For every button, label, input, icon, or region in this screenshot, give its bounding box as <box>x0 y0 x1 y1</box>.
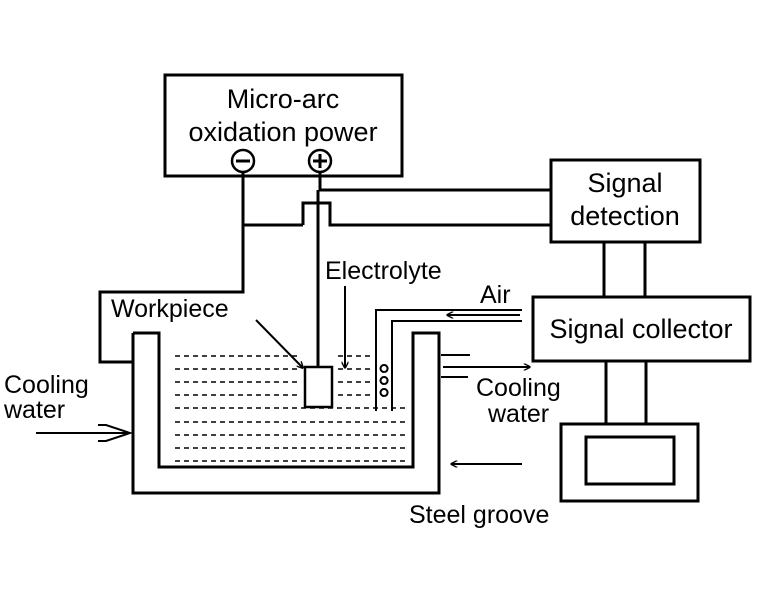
cooling-water-in-label-line2: water <box>3 396 65 424</box>
power-supply-label-line2: oxidation power <box>188 117 377 147</box>
workpiece: Workpiece <box>111 295 334 409</box>
signal-detection-box: Signal detection <box>549 158 702 244</box>
steel-groove-tank: Steel groove <box>131 331 549 529</box>
signal-detection-label-line1: Signal <box>587 168 662 198</box>
detection-collector-link <box>602 242 647 297</box>
positive-terminal <box>307 148 333 174</box>
electrolyte-lines <box>175 355 405 462</box>
workpiece-label: Workpiece <box>111 295 229 323</box>
air-bubbles-icon <box>379 364 389 397</box>
steel-groove-label: Steel groove <box>409 501 549 529</box>
signal-detection-label-line2: detection <box>570 201 680 231</box>
electrolyte-annotation: Electrolyte <box>325 257 442 368</box>
cooling-water-in-arrow <box>98 424 134 442</box>
electrolyte-label: Electrolyte <box>325 257 442 285</box>
power-supply-box: Micro-arc oxidation power <box>163 73 404 178</box>
air-label: Air <box>480 281 511 309</box>
collector-monitor-link <box>604 361 648 424</box>
cooling-water-inlet: Cooling water <box>3 371 134 442</box>
monitor-icon <box>559 422 700 503</box>
signal-collector-label: Signal collector <box>549 314 732 344</box>
cooling-water-in-label-line1: Cooling <box>4 371 89 399</box>
air-supply: Air <box>375 281 522 411</box>
cooling-water-out-label-line2: water <box>487 400 549 428</box>
negative-terminal <box>230 148 256 174</box>
cooling-water-out-label-line1: Cooling <box>476 374 561 402</box>
signal-collector-box: Signal collector <box>531 295 752 363</box>
power-wiring <box>98 172 551 367</box>
cooling-water-outlet: Cooling water <box>441 354 561 428</box>
workpiece-arrow <box>255 319 303 368</box>
power-supply-label-line1: Micro-arc <box>227 84 340 114</box>
